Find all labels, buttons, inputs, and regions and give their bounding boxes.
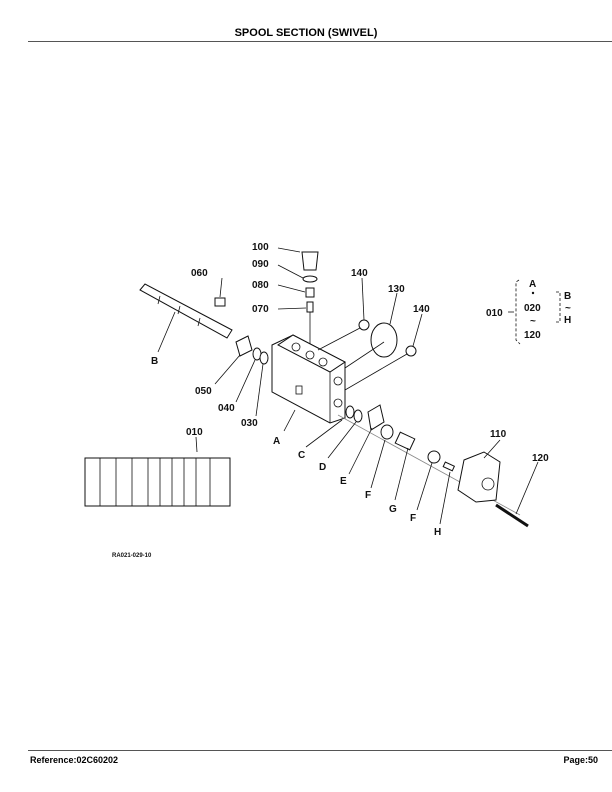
callout-120: 120 xyxy=(532,453,549,464)
seat-part xyxy=(427,450,441,464)
callout-100: 100 xyxy=(252,242,269,253)
reference-number: Reference:02C60202 xyxy=(30,755,119,765)
legend-sub-tilde: ~ xyxy=(565,303,571,314)
bolt-part xyxy=(442,461,456,472)
o-ring-part xyxy=(345,405,355,419)
bolt-part xyxy=(214,297,226,307)
o-ring-part xyxy=(259,351,269,365)
o-ring-large-part xyxy=(370,322,398,358)
callout-140: 140 xyxy=(351,268,368,279)
legend-from: 020 xyxy=(524,303,541,314)
callout-140: 140 xyxy=(413,304,430,315)
callout-F: F xyxy=(365,490,371,501)
legend-to: 120 xyxy=(524,330,541,341)
callout-050: 050 xyxy=(195,386,212,397)
assembly-legend: 010 A 020 ~ 120 B ~ H xyxy=(486,279,571,345)
o-ring-part xyxy=(405,345,417,357)
plug-part xyxy=(301,251,319,271)
callout-B: B xyxy=(151,356,158,367)
o-ring-part xyxy=(358,319,370,331)
callout-040: 040 xyxy=(218,403,235,414)
figure-id: RA021-029-10 xyxy=(112,553,152,559)
header-divider xyxy=(28,41,612,42)
spring-part xyxy=(394,431,416,451)
legend-sub-top: B xyxy=(564,291,571,302)
callout-G: G xyxy=(389,504,397,515)
callout-090: 090 xyxy=(252,259,269,270)
callout-110: 110 xyxy=(490,429,507,440)
callout-060: 060 xyxy=(191,268,208,279)
spool-part xyxy=(139,283,233,339)
callout-070: 070 xyxy=(252,304,269,315)
callout-E: E xyxy=(340,476,347,487)
page-number: Page:50 xyxy=(563,755,598,765)
callout-C: C xyxy=(298,450,305,461)
valve-assembly-overview xyxy=(84,436,231,507)
ring-part xyxy=(353,409,363,423)
legend-top: A xyxy=(529,279,536,290)
callout-H: H xyxy=(434,527,441,538)
callout-D: D xyxy=(319,462,326,473)
page-title: SPOOL SECTION (SWIVEL) xyxy=(234,27,378,39)
callout-030: 030 xyxy=(241,418,258,429)
flange-part xyxy=(367,404,385,431)
seat-part xyxy=(380,424,394,440)
callout-F: F xyxy=(410,513,416,524)
callout-A: A xyxy=(273,436,280,447)
legend-sub-bottom: H xyxy=(564,315,571,326)
valve-body-part xyxy=(271,334,346,424)
o-ring-part xyxy=(302,275,318,283)
callout-080: 080 xyxy=(252,280,269,291)
cover-part xyxy=(457,451,501,503)
plate-part xyxy=(235,335,253,357)
footer-divider xyxy=(28,750,612,751)
callout-130: 130 xyxy=(388,284,405,295)
legend-assembly: 010 xyxy=(486,308,503,319)
legend-tilde: ~ xyxy=(530,316,536,327)
poppet-part xyxy=(306,301,314,313)
spring-part xyxy=(305,287,315,298)
callout-010: 010 xyxy=(186,427,203,438)
